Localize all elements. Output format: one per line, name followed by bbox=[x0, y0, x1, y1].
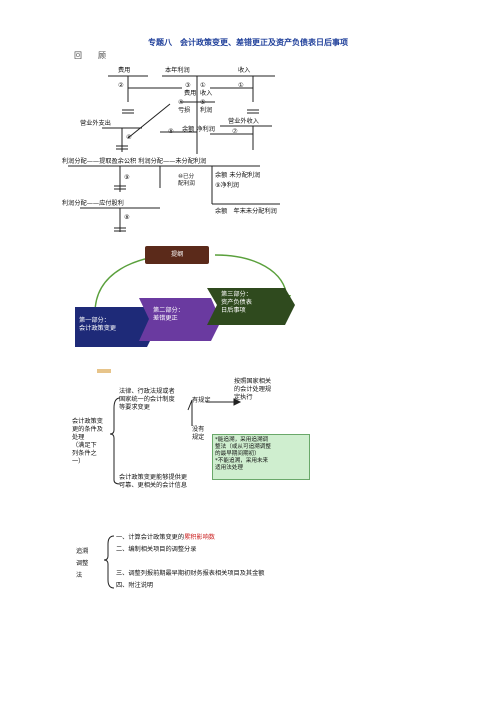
conditions-diagram: 会计政策变 更的条件及 处理 （满足下 列条件之 一） 法律、行政法规或者 国家… bbox=[72, 378, 318, 489]
lbl-bal-undist: 余额 未分配利润 bbox=[215, 172, 261, 179]
step-1: 一、计算会计政策变更的累积影响数 bbox=[116, 534, 215, 542]
lbl-dist-payable: 利润分配——应付股利 bbox=[62, 200, 124, 207]
condition-label: 会计政策变 更的条件及 处理 （满足下 列条件之 一） bbox=[72, 418, 103, 465]
mark-2: ② bbox=[118, 82, 124, 89]
mark-5: ⑤ bbox=[200, 99, 206, 106]
t-account-diagram: 费用 本年利润 收入 ② ③ 费用 ① 收入 ① ④ 亏损 ⑤ 利润 营业外支出… bbox=[60, 62, 360, 247]
lbl-income-inner: 收入 bbox=[200, 90, 213, 97]
mark-10: ⑧ bbox=[124, 214, 130, 221]
lbl-profit: 利润 bbox=[200, 107, 213, 114]
lbl-bal-year-end: 余额 年末未分配利润 bbox=[215, 208, 277, 215]
retrospective-diagram: 追溯 调整 法 一、计算会计政策变更的累积影响数 二、编制相关项目的调整分录 三… bbox=[74, 534, 354, 594]
t-expense: 费用 bbox=[118, 67, 131, 74]
step-2: 二、编制相关项目的调整分录 bbox=[116, 546, 197, 553]
t-income: 收入 bbox=[238, 67, 251, 74]
outline-diagram: 提纲 第一部分： 会计政策变更 第二部分： 差错更正 第三部分： 资产负债表 日… bbox=[75, 243, 305, 373]
lbl-nonop-exp: 营业外支出 bbox=[80, 120, 111, 127]
per-rule-label: 按照国家相关 的会计处理规 定执行 bbox=[234, 378, 272, 401]
retrospective-brace bbox=[103, 535, 115, 589]
mark-7: ⑦ bbox=[232, 128, 238, 135]
lbl-expense-inner: 费用 bbox=[184, 90, 197, 97]
lbl-balance-net: 余额 净利润 bbox=[182, 126, 215, 133]
step-4: 四、附注说明 bbox=[116, 582, 154, 589]
conditions-lines bbox=[109, 397, 242, 485]
mark-4b: ④ bbox=[126, 134, 132, 141]
mark-1b: ① bbox=[238, 82, 244, 89]
lbl-net-profit: ⑨净利润 bbox=[215, 182, 240, 189]
has-rule-label: 有规定 bbox=[192, 397, 211, 404]
step-3: 三、调整列报前期最早期初财务报表相关项目及其金额 bbox=[116, 570, 265, 577]
mark-3: ③ bbox=[185, 82, 191, 89]
green-note-box bbox=[212, 434, 310, 480]
step-1-prefix: 一、计算会计政策变更的 bbox=[116, 534, 185, 541]
lbl-dividend-payable-note: ⑩已分 配利润 bbox=[178, 174, 195, 187]
outline-header-label: 提纲 bbox=[171, 251, 184, 258]
law-label: 法律、行政法规或者 国家统一的会计制度 等要求变更 bbox=[119, 388, 175, 411]
step-1-red: 累积影响数 bbox=[184, 534, 215, 541]
mark-1a: ① bbox=[200, 82, 206, 89]
page-title: 专题八 会计政策变更、差错更正及资产负债表日后事项 bbox=[148, 38, 348, 47]
lbl-loss: 亏损 bbox=[178, 107, 191, 114]
outline-arcs bbox=[75, 251, 295, 373]
lbl-nonop-inc: 营业外收入 bbox=[228, 118, 259, 125]
review-label: 回 顾 bbox=[74, 51, 110, 60]
part1-label: 第一部分： 会计政策变更 bbox=[79, 317, 117, 332]
lbl-dist-row: 利润分配——提取盈余公积 利润分配——未分配利润 bbox=[62, 158, 207, 165]
part2-label: 第二部分： 差错更正 bbox=[153, 307, 184, 322]
mark-4a: ④ bbox=[178, 99, 184, 106]
outline-header bbox=[145, 246, 209, 264]
t-account-lines bbox=[68, 75, 280, 232]
t-profit-year: 本年利润 bbox=[165, 67, 190, 74]
part3-label: 第三部分： 资产负债表 日后事项 bbox=[221, 291, 252, 314]
mark-8: ⑧ bbox=[168, 128, 174, 135]
mark-9: ⑨ bbox=[124, 174, 130, 181]
no-rule-label: 没有 规定 bbox=[192, 426, 205, 441]
green-note-text: *能追溯，采用追溯调 整法（或从可追溯调整 的最早期间期初） *不能追溯，采用未… bbox=[215, 437, 271, 471]
retro-left-label: 追溯 调整 法 bbox=[76, 548, 89, 579]
reliable-label: 会计政策变更能够提供更 可靠、更相关的会计信息 bbox=[119, 474, 188, 489]
